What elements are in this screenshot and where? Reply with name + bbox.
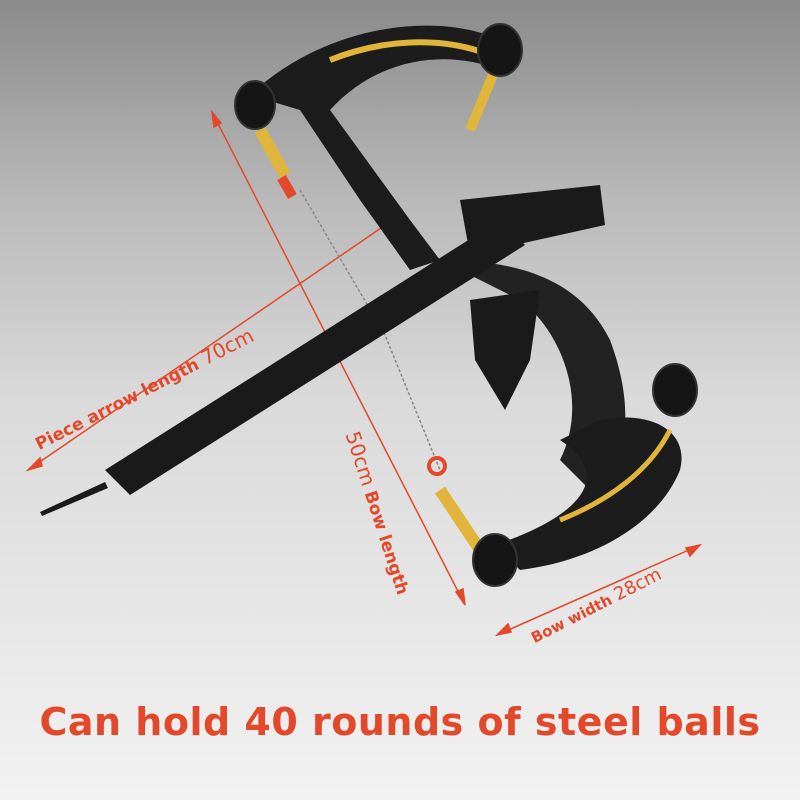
lower-cable bbox=[435, 486, 485, 554]
rail-mount bbox=[460, 185, 605, 255]
arrow-head-icon bbox=[684, 543, 703, 558]
lower-limb-accent bbox=[559, 428, 673, 523]
arrow-length-line bbox=[27, 214, 401, 471]
cam-wheels bbox=[234, 23, 698, 587]
grip bbox=[470, 290, 540, 410]
arrow-head-icon bbox=[210, 109, 223, 129]
arrow-head-icon bbox=[454, 587, 466, 606]
upper-cable bbox=[254, 127, 291, 178]
upper-limb bbox=[250, 25, 510, 270]
string-nock bbox=[427, 456, 447, 476]
rail-tip bbox=[40, 482, 108, 516]
arrow-head-icon bbox=[494, 622, 513, 637]
rail bbox=[105, 220, 525, 495]
cam-wheel bbox=[234, 80, 276, 130]
cam-wheel bbox=[472, 533, 518, 587]
string-nock bbox=[277, 174, 297, 200]
upper-cable-2 bbox=[465, 68, 500, 132]
arrow-head-icon bbox=[25, 456, 43, 472]
caption: Can hold 40 rounds of steel balls bbox=[39, 700, 761, 744]
bow-string bbox=[299, 189, 441, 471]
cam-wheel bbox=[477, 23, 523, 77]
cam-wheel bbox=[652, 363, 698, 417]
bow-width-line bbox=[496, 544, 701, 636]
lower-limb bbox=[495, 417, 682, 570]
upper-limb-accent bbox=[328, 39, 492, 63]
